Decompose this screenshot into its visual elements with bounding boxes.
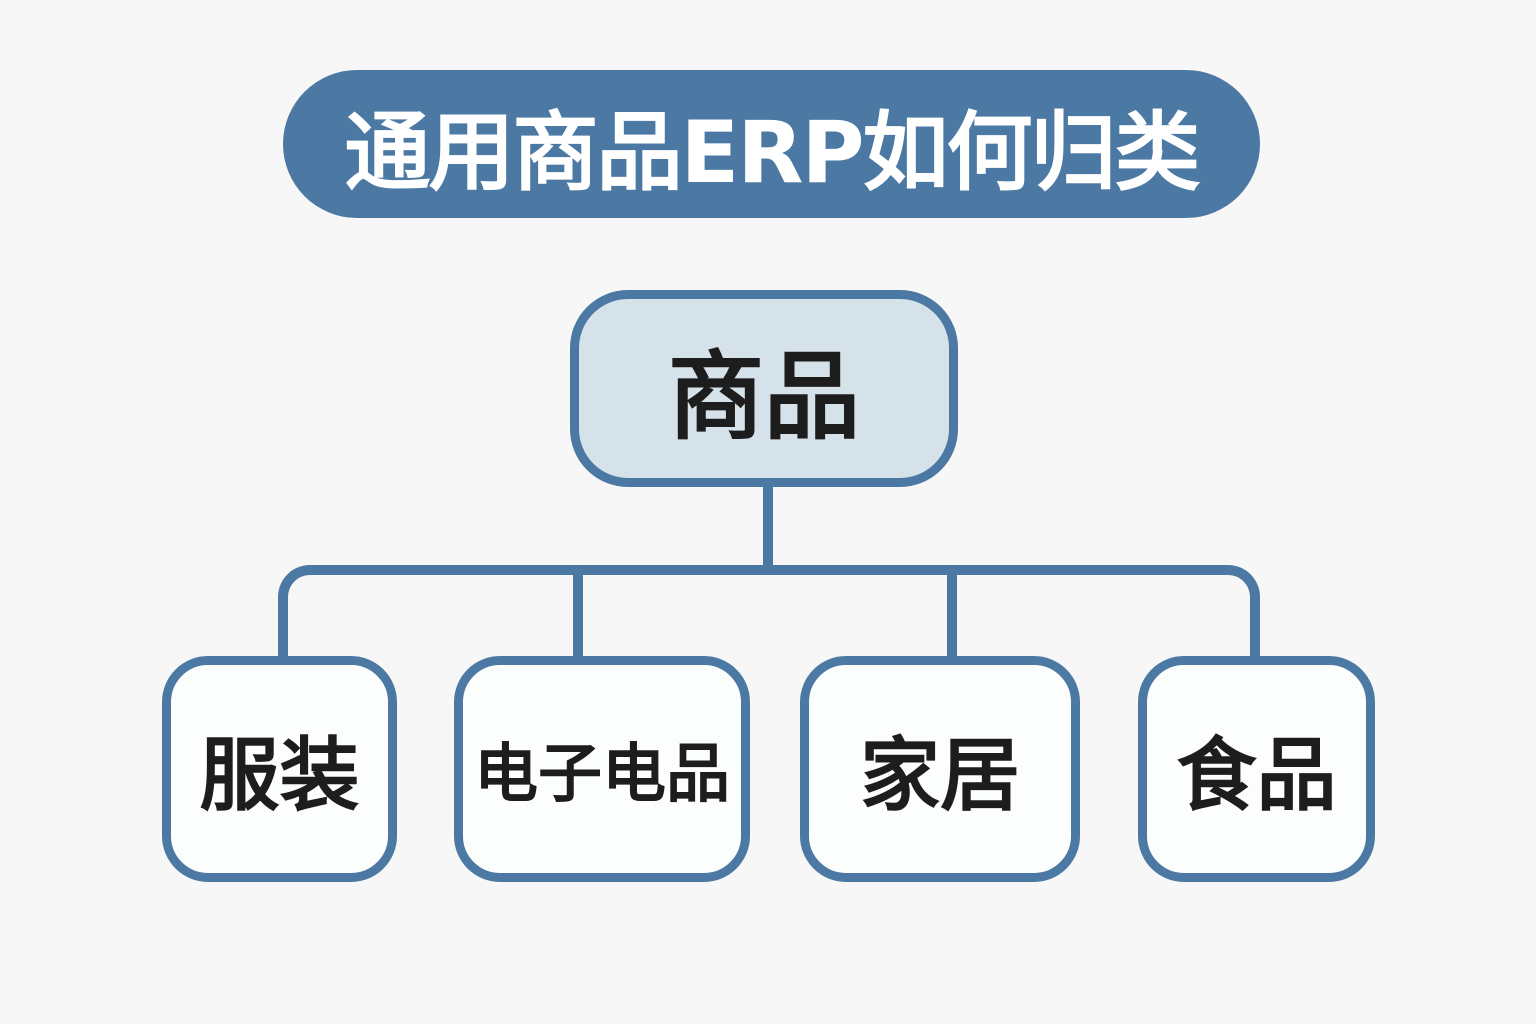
- connector-drop-electronics: [573, 570, 583, 660]
- title-text: 通用商品ERP如何归类: [344, 102, 1201, 203]
- child-node-clothing: 服装: [162, 656, 397, 882]
- child-node-label: 家居: [860, 729, 1020, 822]
- title-banner: 通用商品ERP如何归类: [283, 70, 1260, 218]
- connector-horizontal-rail: [278, 565, 1260, 660]
- child-node-home: 家居: [800, 656, 1080, 882]
- child-node-food: 食品: [1138, 656, 1375, 882]
- connector-drop-home: [947, 570, 957, 660]
- child-node-label: 服装: [199, 729, 360, 822]
- child-node-label: 电子电品: [474, 738, 730, 812]
- child-node-electronics: 电子电品: [454, 656, 750, 882]
- child-node-label: 食品: [1176, 729, 1337, 822]
- root-node-label: 商品: [668, 341, 860, 453]
- connector-root-stub: [763, 482, 773, 572]
- root-node-goods: 商品: [570, 290, 958, 487]
